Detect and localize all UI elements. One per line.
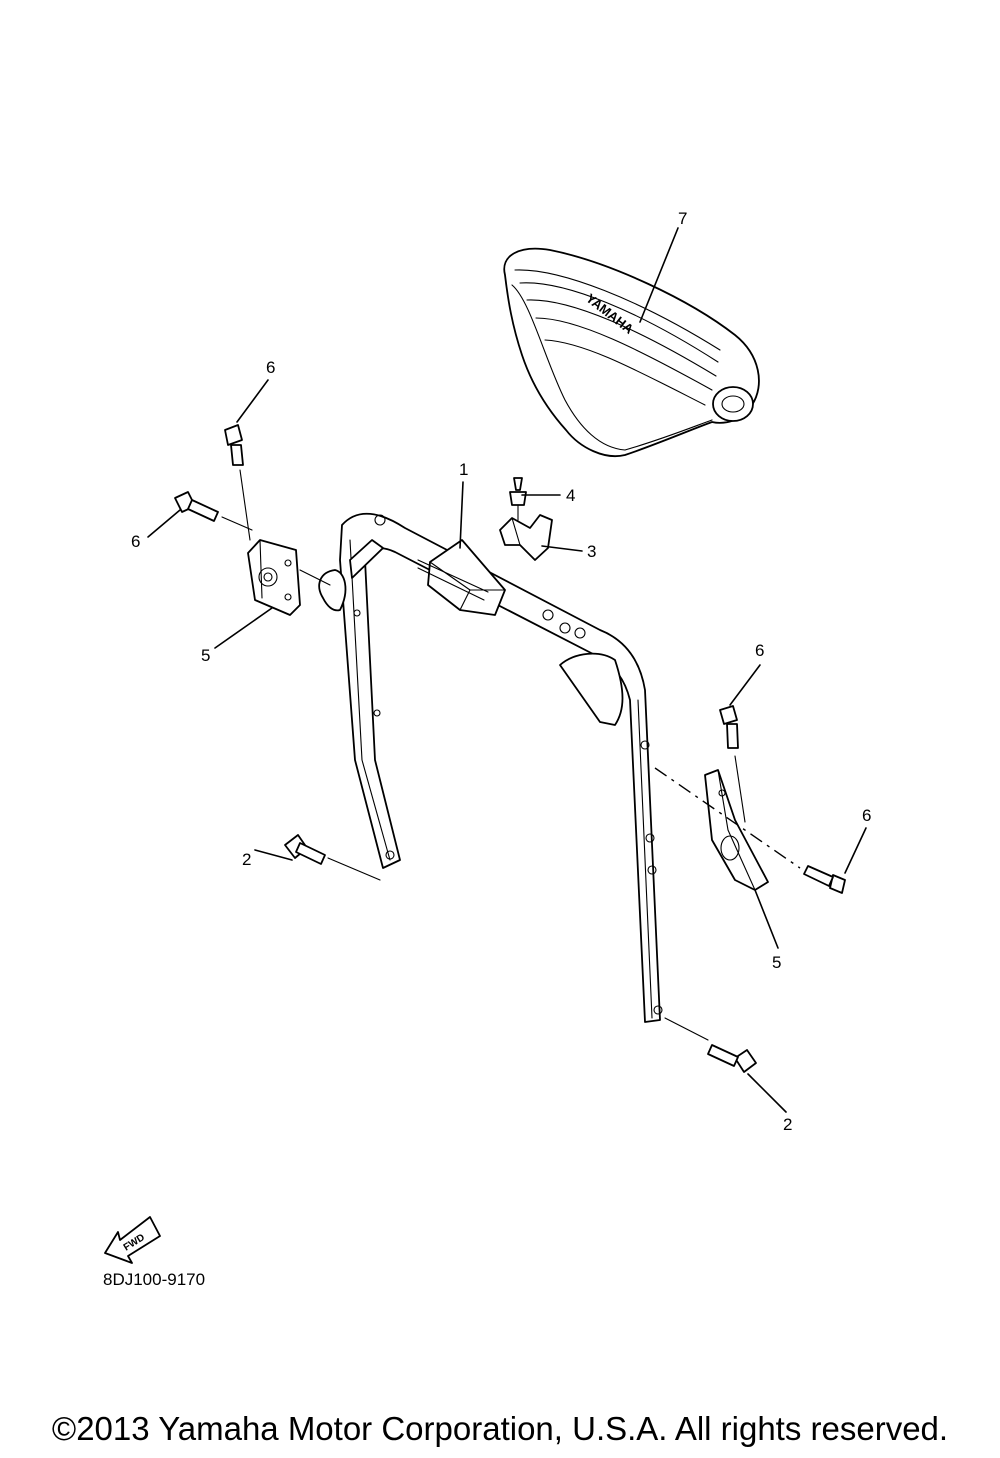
diagram-code: 8DJ100-9170 (103, 1270, 206, 1289)
copyright-notice: ©2013 Yamaha Motor Corporation, U.S.A. A… (51, 1410, 949, 1447)
part-6-bolt-right (654, 767, 846, 894)
part-6-bolt-top-right (719, 705, 746, 823)
callout-3: 3 (587, 542, 596, 561)
callout-1: 1 (459, 460, 468, 479)
part-4-rivet (509, 477, 527, 521)
part-6-bolt-top-left (224, 424, 251, 541)
fwd-arrow-icon: FWD (104, 1216, 161, 1264)
callout-2-right: 2 (783, 1115, 792, 1134)
callout-6-top-right: 6 (755, 641, 764, 660)
part-1-handle-pole (318, 512, 663, 1023)
callout-5-right: 5 (772, 953, 781, 972)
leader-lines (147, 227, 867, 1113)
part-3-bracket (499, 514, 553, 561)
part-2-bolt-right (664, 1017, 757, 1073)
callout-6-top-left: 6 (266, 358, 275, 377)
part-2-bolt-left (284, 834, 381, 881)
callout-6-right: 6 (862, 806, 871, 825)
part-7-seat: YAMAHA (503, 247, 760, 457)
callout-7: 7 (678, 209, 687, 228)
callout-5-left: 5 (201, 646, 210, 665)
part-5-plate-left (247, 539, 301, 616)
callouts: 7 1 4 3 6 6 5 2 6 6 5 2 (131, 209, 871, 1134)
callout-4: 4 (566, 486, 575, 505)
callout-2-left: 2 (242, 850, 251, 869)
callout-6-left: 6 (131, 532, 140, 551)
part-6-bolt-left (174, 491, 331, 586)
part-5-plate-right (704, 769, 769, 891)
